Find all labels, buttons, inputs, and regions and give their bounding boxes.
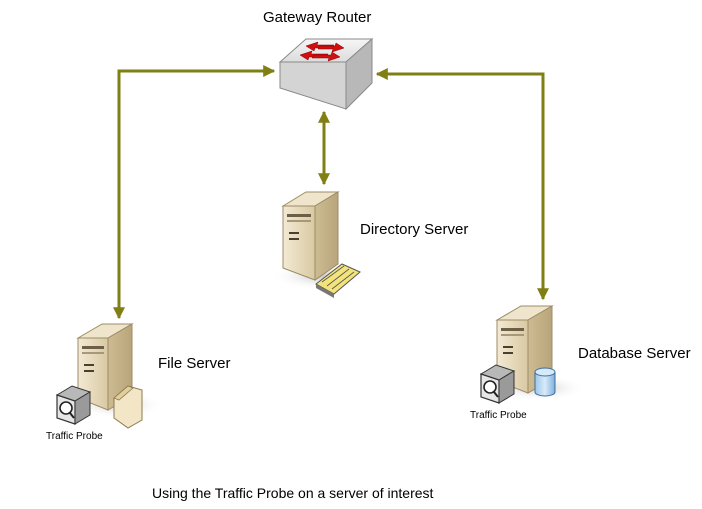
database-server-probe-label: Traffic Probe	[470, 410, 527, 421]
traffic-probe-icon	[479, 364, 516, 404]
link-router-database	[375, 68, 549, 301]
file-server-probe-label: Traffic Probe	[46, 431, 103, 442]
link-router-file	[113, 65, 276, 320]
file-server-label: File Server	[158, 355, 231, 372]
directory-server-icon	[272, 191, 368, 298]
traffic-probe-icon	[55, 385, 92, 425]
connections	[113, 65, 549, 320]
gateway-router-icon	[278, 37, 374, 111]
database-server-label: Database Server	[578, 345, 691, 362]
directory-server-label: Directory Server	[360, 221, 469, 238]
gateway-router-label: Gateway Router	[263, 9, 372, 26]
diagram-caption: Using the Traffic Probe on a server of i…	[152, 485, 434, 501]
